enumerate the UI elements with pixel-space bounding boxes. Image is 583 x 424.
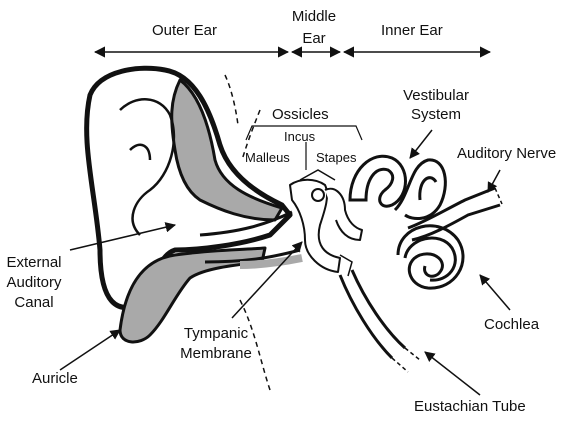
external-auditory-canal-label-line2: Auditory	[0, 274, 68, 292]
external-auditory-canal-label-line3: Canal	[0, 294, 68, 312]
cochlea-pointer	[480, 275, 510, 310]
eustachian-pointer	[425, 352, 480, 395]
cochlea-label: Cochlea	[484, 316, 539, 334]
auricle-pointer	[60, 330, 120, 370]
vestibular-pointer	[410, 130, 432, 158]
inner-ear-label: Inner Ear	[381, 22, 443, 40]
tympanic-membrane-label-line2: Membrane	[168, 345, 264, 363]
external-auditory-canal-label-line1: External	[0, 254, 68, 272]
ossicles-label: Ossicles	[272, 106, 329, 124]
malleus-label: Malleus	[245, 150, 290, 165]
middle-ear-label-line2: Ear	[286, 30, 342, 48]
auditory-nerve-label: Auditory Nerve	[457, 145, 556, 163]
eustachian-tube-label: Eustachian Tube	[414, 398, 526, 416]
tympanic-membrane-label-line1: Tympanic	[168, 325, 264, 343]
auricle-label: Auricle	[32, 370, 78, 388]
middle-ear-label-line1: Middle	[286, 8, 342, 26]
incus-label: Incus	[284, 129, 315, 144]
vestibular-system-shape	[350, 156, 445, 218]
outer-ear-label: Outer Ear	[152, 22, 217, 40]
eustachian-tube-shape	[340, 270, 420, 372]
stapes-label: Stapes	[316, 150, 356, 165]
vestibular-system-label-line2: System	[393, 106, 479, 124]
vestibular-system-label-line1: Vestibular	[393, 87, 479, 105]
